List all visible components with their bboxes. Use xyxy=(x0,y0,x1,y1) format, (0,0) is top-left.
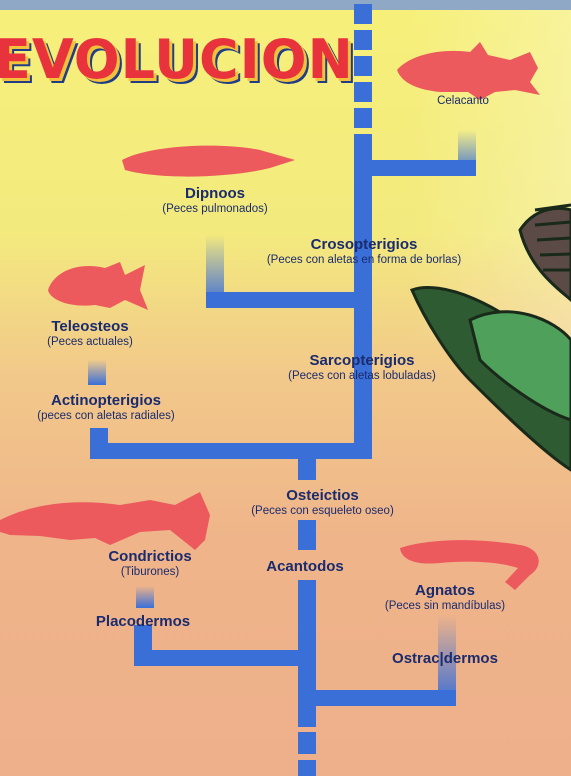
agnatos-name: Agnatos xyxy=(355,582,535,599)
agnatos-sub: (Peces sin mandíbulas) xyxy=(355,599,535,613)
crosopterigios-name: Crosopterigios xyxy=(226,236,502,253)
label-actinopterigios: Actinopterigios (peces con aletas radial… xyxy=(6,392,206,423)
celacanto-name: Celacanto xyxy=(418,94,508,108)
teleosteos-name: Teleosteos xyxy=(30,318,150,335)
teleosteos-sub: (Peces actuales) xyxy=(30,335,150,349)
label-placodermos: Placodermos xyxy=(78,613,208,630)
actinopterigios-sub: (peces con aletas radiales) xyxy=(6,409,206,423)
label-condrictios: Condrictios (Tiburones) xyxy=(80,548,220,579)
page-title: EVOLUCION xyxy=(0,28,354,91)
osteictios-name: Osteictios xyxy=(210,487,435,504)
label-teleosteos: Teleosteos (Peces actuales) xyxy=(30,318,150,349)
label-dipnoos: Dipnoos (Peces pulmonados) xyxy=(130,185,300,216)
condrictios-name: Condrictios xyxy=(80,548,220,565)
placodermos-name: Placodermos xyxy=(78,613,208,630)
celacanto-fish-icon xyxy=(397,42,540,100)
condrictios-shark-icon xyxy=(0,492,210,550)
label-sarcopterigios: Sarcopterigios (Peces con aletas lobulad… xyxy=(252,352,472,383)
label-ostracodermos: Ostrac|dermos xyxy=(370,650,520,667)
label-crosopterigios: Crosopterigios (Peces con aletas en form… xyxy=(226,236,502,267)
osteictios-sub: (Peces con esqueleto oseo) xyxy=(210,504,435,518)
actinopterigios-name: Actinopterigios xyxy=(6,392,206,409)
label-osteictios: Osteictios (Peces con esqueleto oseo) xyxy=(210,487,435,518)
ostracodermos-name: Ostrac|dermos xyxy=(370,650,520,667)
label-acantodos: Acantodos xyxy=(250,558,360,575)
sarcopterigios-name: Sarcopterigios xyxy=(252,352,472,369)
acantodos-name: Acantodos xyxy=(250,558,360,575)
sarcopterigios-sub: (Peces con aletas lobuladas) xyxy=(252,369,472,383)
label-celacanto: Celacanto xyxy=(418,94,508,108)
dipnoos-name: Dipnoos xyxy=(130,185,300,202)
dipnoos-sub: (Peces pulmonados) xyxy=(130,202,300,216)
condrictios-sub: (Tiburones) xyxy=(80,565,220,579)
dipnoos-fish-icon xyxy=(122,146,295,177)
teleosteos-fish-icon xyxy=(48,262,148,310)
label-agnatos: Agnatos (Peces sin mandíbulas) xyxy=(355,582,535,613)
crosopterigios-sub: (Peces con aletas en forma de borlas) xyxy=(226,253,502,267)
